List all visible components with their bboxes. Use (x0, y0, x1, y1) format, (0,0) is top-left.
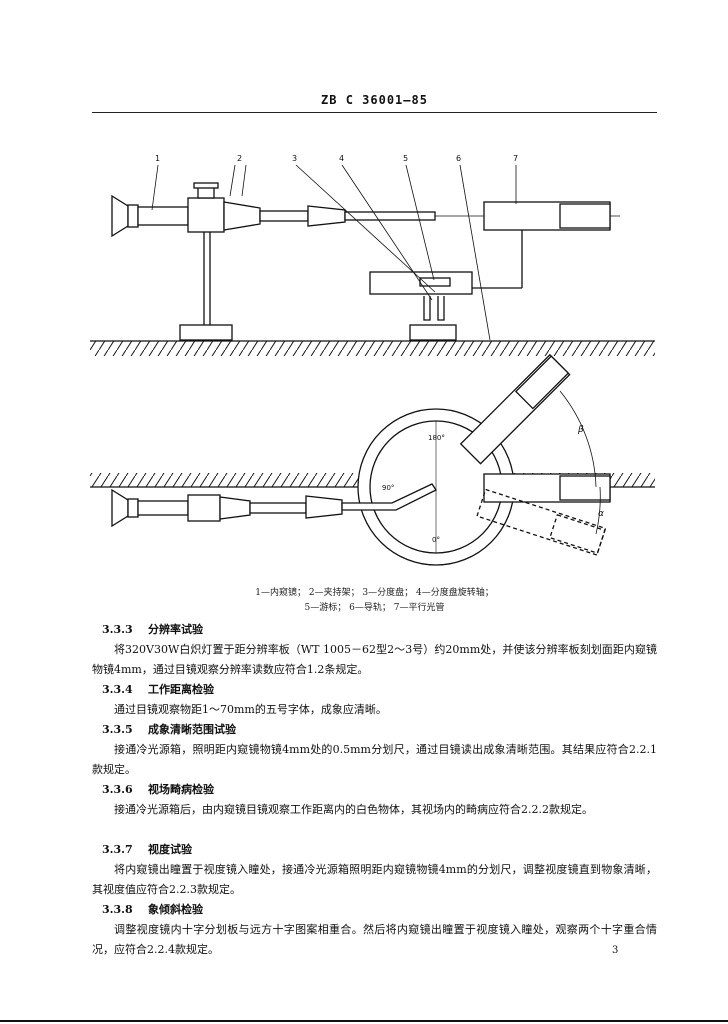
section-3-3-3: 3.3.3 分辨率试验 将320V30W白炽灯置于距分辨率板（WT 1005－62… (92, 620, 657, 680)
section-body: 接通冷光源箱后，由内窥镜目镜观察工作距离内的白色物体，其视场内的畸病应符合2.2… (114, 803, 593, 816)
section-number: 3.3.5 (102, 723, 133, 736)
section-body: 接通冷光源箱，照明距内窥镜物镜4mm处的0.5mm分划尺，通过目镜读出成象清晰范… (92, 743, 657, 776)
section-title: 工作距离检验 (148, 683, 214, 696)
section-body: 将内窥镜出瞳置于视度镜入瞳处，接通冷光源箱照明距内窥镜物镜4mm的分划尺，调整视… (92, 863, 657, 896)
apparatus-figure: 1 2 3 4 5 6 7 (90, 154, 655, 566)
callout-6: 6 (456, 154, 461, 163)
section-body: 调整视度镜内十字分划板与远方十字图案相重合。然后将内窥镜出瞳置于视度镜入瞳处，观… (92, 923, 657, 956)
page-bottom-rule (0, 1020, 728, 1022)
section-3-3-7: 3.3.7 视度试验 将内窥镜出瞳置于视度镜入瞳处，接通冷光源箱照明距内窥镜物镜4… (92, 840, 657, 900)
section-title: 视度试验 (148, 843, 192, 856)
angle-label-90: 90° (382, 484, 394, 492)
section-number: 3.3.3 (102, 623, 133, 636)
angle-label-0: 0° (432, 536, 440, 544)
section-3-3-6: 3.3.6 视场畸病检验 接通冷光源箱后，由内窥镜目镜观察工作距离内的白色物体，其… (92, 780, 657, 820)
callout-7: 7 (513, 154, 518, 163)
callout-4: 4 (339, 154, 344, 163)
section-number: 3.3.6 (102, 783, 133, 796)
section-body: 通过目镜观察物距1～70mm的五号字体，成象应清晰。 (114, 703, 387, 716)
section-title: 分辨率试验 (148, 623, 203, 636)
page-number: 3 (612, 945, 619, 956)
section-title: 象倾斜检验 (148, 903, 203, 916)
section-number: 3.3.7 (102, 843, 133, 856)
section-number: 3.3.4 (102, 683, 133, 696)
angle-label-alpha: α (598, 509, 604, 519)
callout-5: 5 (403, 154, 408, 163)
figure-caption-line1: 1—内窥镜； 2—夹持架； 3—分度盘； 4—分度盘旋转轴； (255, 588, 494, 598)
section-title: 视场畸病检验 (148, 783, 214, 796)
header-rule (92, 112, 657, 113)
section-title: 成象清晰范围试验 (148, 723, 236, 736)
section-number: 3.3.8 (102, 903, 133, 916)
section-body: 将320V30W白炽灯置于距分辨率板（WT 1005－62型2～3号）约20mm… (92, 643, 657, 676)
angle-label-180: 180° (428, 434, 445, 442)
plan-view (90, 353, 655, 566)
standard-number-header: ZB C 36001—85 (321, 93, 428, 107)
callout-3: 3 (292, 154, 297, 163)
callout-2: 2 (237, 154, 242, 163)
section-3-3-8: 3.3.8 象倾斜检验 调整视度镜内十字分划板与远方十字图案相重合。然后将内窥镜出… (92, 900, 657, 960)
angle-label-beta: β (577, 425, 584, 435)
figure-caption-line2: 5—游标； 6—导轨； 7—平行光管 (304, 603, 445, 613)
section-3-3-4: 3.3.4 工作距离检验 通过目镜观察物距1～70mm的五号字体，成象应清晰。 (92, 680, 657, 720)
callout-1: 1 (155, 154, 160, 163)
side-view (90, 164, 655, 356)
section-3-3-5: 3.3.5 成象清晰范围试验 接通冷光源箱，照明距内窥镜物镜4mm处的0.5mm分… (92, 720, 657, 780)
